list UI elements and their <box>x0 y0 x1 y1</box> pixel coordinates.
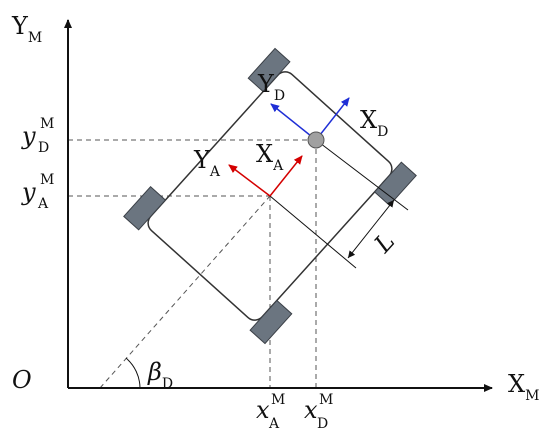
heading-angle-label-base: β <box>147 358 162 386</box>
x-axis-label-base: X <box>508 370 525 398</box>
frame-a-y-label: YA <box>193 146 221 180</box>
dimension-line <box>347 199 395 259</box>
frame-a-y-label-sub: A <box>209 164 221 180</box>
frame-d-y-label-base: Y <box>257 70 275 98</box>
world-axes <box>64 19 493 392</box>
heading-angle-label: βD <box>147 358 173 392</box>
frame-a-x-axis <box>269 155 303 197</box>
frame-d-x-axis <box>315 97 350 141</box>
heading-angle-label-sub: D <box>162 376 173 392</box>
frame-a-y-label-base: Y <box>193 146 211 174</box>
frame-d-x-label-base: X <box>360 106 377 134</box>
heading-guide <box>99 195 271 389</box>
frame-d-y-label-sub: D <box>274 88 285 104</box>
x-d-tick-sup: M <box>319 392 333 408</box>
x-d-tick-sub: D <box>317 416 328 432</box>
frame-d-y-axis <box>270 103 317 141</box>
y-d-label-sub: D <box>38 140 49 156</box>
y-axis-label: YM <box>11 12 42 46</box>
frame-d-y-label: YD <box>257 70 285 104</box>
frame-d-x-label: XD <box>360 106 388 140</box>
y-a-label-sup: M <box>40 172 54 188</box>
x-a-tick-label: x M A <box>256 392 285 432</box>
robot-body <box>123 47 417 345</box>
x-a-tick-sup: M <box>271 392 285 408</box>
wheel-rear-left <box>123 185 167 231</box>
x-axis-label-sub: M <box>525 388 539 404</box>
wheel-front-right <box>373 161 417 207</box>
wheel-front-left <box>247 47 291 93</box>
length-label: L <box>368 227 400 258</box>
dimension-ext-bottom <box>269 195 357 269</box>
heading-angle-arc <box>125 357 141 389</box>
y-axis-label-sub: M <box>28 30 42 46</box>
frame-a-x-label: XA <box>256 140 284 174</box>
frame-a-y-axis <box>228 164 271 197</box>
x-d-tick-base: x <box>304 396 318 424</box>
frame-a-x-label-sub: A <box>272 158 284 174</box>
x-a-tick-base: x <box>256 396 270 424</box>
frame-d-x-label-sub: D <box>377 124 388 140</box>
wheel-rear-right <box>249 299 293 345</box>
origin-label: O <box>12 366 32 394</box>
x-a-tick-sub: A <box>268 416 280 432</box>
y-a-label-sub: A <box>37 196 49 212</box>
y-d-label-base: y <box>21 122 36 150</box>
y-d-label: y M D <box>21 116 54 156</box>
length-dimension <box>269 139 409 269</box>
y-d-label-sup: M <box>40 116 54 132</box>
frame-d <box>270 97 350 149</box>
robot-frame <box>147 71 393 321</box>
dimension-ext-top <box>315 139 409 211</box>
frame-d-origin-marker <box>307 131 325 149</box>
frame-a-x-label-base: X <box>256 140 273 168</box>
y-a-label-base: y <box>21 178 36 206</box>
y-axis-label-base: Y <box>11 12 29 40</box>
frame-a <box>228 155 303 197</box>
y-a-label: y M A <box>21 172 54 212</box>
guide-lines <box>68 139 317 389</box>
x-d-tick-label: x M D <box>304 392 333 432</box>
x-axis-label: XM <box>508 370 539 404</box>
